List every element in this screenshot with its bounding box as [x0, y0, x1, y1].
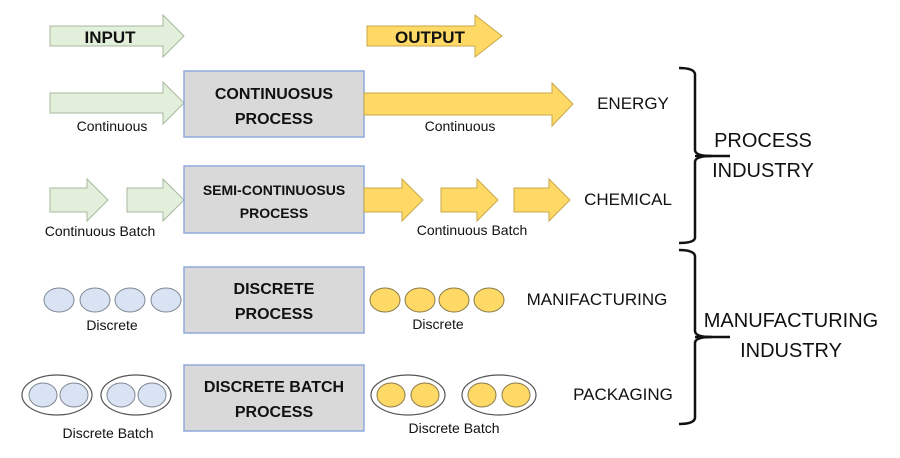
group-label-line1: MANUFACTURING	[704, 310, 878, 332]
row-continuous: Continuous CONTINUOSUS PROCESS Continuou…	[49, 70, 669, 138]
row-semi-continuous: Continuous Batch SEMI-CONTINUOSUS PROCES…	[45, 165, 672, 239]
input-legend-label: INPUT	[85, 28, 137, 47]
process-title-line2: PROCESS	[235, 404, 314, 421]
row-output-label: Discrete Batch	[408, 420, 499, 436]
industry-example: CHEMICAL	[584, 190, 672, 209]
batch-output-arrow-icon	[363, 177, 424, 223]
row-discrete-batch: Discrete Batch DISCRETE BATCH PROCESS Di…	[21, 364, 673, 441]
process-title-line1: SEMI-CONTINUOSUS	[203, 182, 345, 198]
process-title-line2: PROCESS	[235, 111, 314, 128]
group-process-industry: PROCESS INDUSTRY	[712, 130, 814, 182]
discrete-output-item-icon	[467, 382, 497, 408]
process-title-line1: CONTINUOSUS	[215, 86, 334, 103]
output-legend-label: OUTPUT	[395, 28, 466, 47]
batch-input-arrow-icon	[49, 177, 109, 223]
discrete-input-item-icon	[106, 382, 136, 408]
process-box	[183, 364, 365, 432]
industry-example: ENERGY	[597, 94, 669, 113]
batch-input-arrow-icon	[126, 177, 185, 223]
discrete-output-item-icon	[404, 287, 436, 313]
batch-output-arrow-icon	[440, 177, 499, 223]
group-label-line1: PROCESS	[714, 130, 812, 152]
process-title-line2: PROCESS	[240, 205, 308, 221]
group-label-line2: INDUSTRY	[712, 160, 814, 182]
discrete-output-item-icon	[501, 382, 531, 408]
row-output-label: Continuous Batch	[417, 222, 528, 238]
batch-output-arrow-icon	[513, 177, 571, 223]
legend-output: OUTPUT	[366, 13, 503, 59]
process-box	[183, 165, 365, 234]
discrete-input-item-icon	[114, 287, 146, 313]
output-arrow-icon	[366, 13, 503, 59]
legend-input: INPUT	[49, 13, 185, 59]
row-input-label: Discrete Batch	[62, 425, 153, 441]
discrete-output-item-icon	[369, 287, 401, 313]
input-arrow-icon	[49, 13, 185, 59]
industry-example: PACKAGING	[573, 385, 673, 404]
continuous-input-arrow-icon	[49, 80, 185, 126]
process-title-line2: PROCESS	[235, 306, 314, 323]
row-output-label: Continuous	[425, 118, 496, 134]
batch-group-outline	[461, 374, 537, 416]
discrete-input-item-icon	[137, 382, 167, 408]
process-title-line1: DISCRETE	[234, 281, 315, 298]
process-title-line1: DISCRETE BATCH	[204, 379, 344, 396]
batch-group-outline	[370, 374, 446, 416]
row-input-label: Continuous	[77, 118, 148, 134]
batch-group-outline	[100, 374, 172, 416]
group-manufacturing-industry: MANUFACTURING INDUSTRY	[704, 310, 878, 362]
discrete-input-item-icon	[28, 382, 58, 408]
discrete-output-item-icon	[376, 382, 406, 408]
continuous-output-arrow-icon	[363, 81, 574, 128]
discrete-output-item-icon	[410, 382, 440, 408]
discrete-input-item-icon	[43, 287, 75, 313]
process-box	[183, 266, 365, 334]
group-label-line2: INDUSTRY	[740, 340, 842, 362]
row-discrete: Discrete DISCRETE PROCESS Discrete MANIF…	[43, 266, 668, 334]
row-input-label: Discrete	[86, 317, 138, 333]
discrete-output-item-icon	[438, 287, 470, 313]
process-box	[183, 70, 365, 138]
batch-group-outline	[21, 374, 93, 416]
discrete-output-item-icon	[473, 287, 505, 313]
discrete-input-item-icon	[59, 382, 89, 408]
row-input-label: Continuous Batch	[45, 223, 156, 239]
industry-example: MANIFACTURING	[527, 290, 668, 309]
discrete-input-item-icon	[79, 287, 111, 313]
row-output-label: Discrete	[412, 316, 464, 332]
discrete-input-item-icon	[150, 287, 182, 313]
